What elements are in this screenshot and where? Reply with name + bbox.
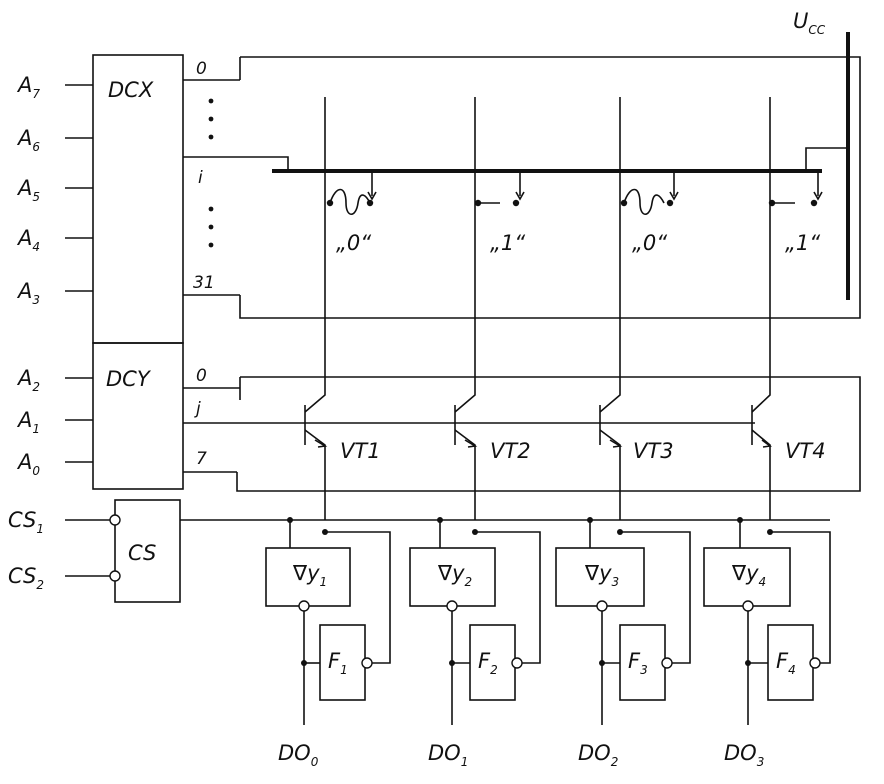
bit-lines — [324, 97, 771, 385]
supply-label: UCC — [793, 9, 826, 37]
bit-label-1: „1“ — [490, 231, 525, 255]
output-label-do2: DO2 — [578, 741, 618, 769]
word-line-to-supply — [805, 147, 850, 171]
dcx-output-31: 31 — [193, 273, 215, 293]
dcy-output-0: 0 — [196, 366, 207, 386]
output-lines — [301, 611, 768, 725]
transistor-label-vt3: VT3 — [633, 439, 674, 463]
label-cs1: CS1 — [8, 508, 44, 536]
amplifier-label-y2: ∇y2 — [437, 561, 472, 589]
amplifier-label-y1: ∇y1 — [292, 561, 327, 589]
trigger-blocks — [319, 624, 821, 701]
label-cs2: CS2 — [8, 564, 44, 592]
dcx-output-i: i — [198, 168, 203, 188]
dcx-output-lines — [183, 79, 289, 296]
dcy-output-7: 7 — [196, 449, 207, 469]
amplifier-label-y3: ∇y3 — [584, 561, 619, 589]
trigger-label-f3: F3 — [628, 649, 648, 677]
cs-block-label: CS — [128, 541, 156, 565]
label-a4: A4 — [16, 226, 40, 254]
dcy-output-j: j — [194, 399, 201, 419]
label-a0: A0 — [16, 450, 40, 478]
dcy-output-lines — [183, 387, 755, 473]
dcx-label: DCX — [108, 78, 154, 102]
output-label-do1: DO1 — [428, 741, 468, 769]
label-a2: A2 — [16, 366, 40, 394]
label-a3: A3 — [16, 279, 40, 307]
memory-cells — [326, 171, 823, 216]
transistor-label-vt1: VT1 — [340, 439, 381, 463]
bit-label-2: „0“ — [632, 231, 667, 255]
label-a1: A1 — [16, 408, 40, 436]
trigger-label-f1: F1 — [328, 649, 348, 677]
transistor-frame — [236, 376, 861, 492]
label-a7: A7 — [16, 73, 40, 101]
amplifier-blocks — [265, 547, 791, 612]
dcy-label: DCY — [106, 367, 152, 391]
cs-bus — [180, 517, 831, 664]
dcx-output-0: 0 — [196, 59, 207, 79]
transistor-label-vt4: VT4 — [785, 439, 826, 463]
matrix-frame — [239, 56, 861, 319]
trigger-label-f2: F2 — [478, 649, 498, 677]
dcx-ellipsis-dots — [208, 98, 214, 248]
transistor-label-vt2: VT2 — [490, 439, 531, 463]
amplifier-label-y4: ∇y4 — [731, 561, 766, 589]
address-input-lines — [65, 84, 93, 463]
trigger-label-f4: F4 — [776, 649, 796, 677]
label-a6: A6 — [16, 126, 40, 154]
label-a5: A5 — [16, 176, 40, 204]
bit-label-3: „1“ — [785, 231, 820, 255]
bit-label-0: „0“ — [336, 231, 371, 255]
output-label-do0: DO0 — [278, 741, 319, 769]
cs-input-lines — [65, 514, 121, 582]
cs-block — [114, 499, 181, 603]
transistor-symbols — [304, 385, 773, 520]
output-label-do3: DO3 — [724, 741, 764, 769]
dcy-block — [92, 342, 184, 490]
